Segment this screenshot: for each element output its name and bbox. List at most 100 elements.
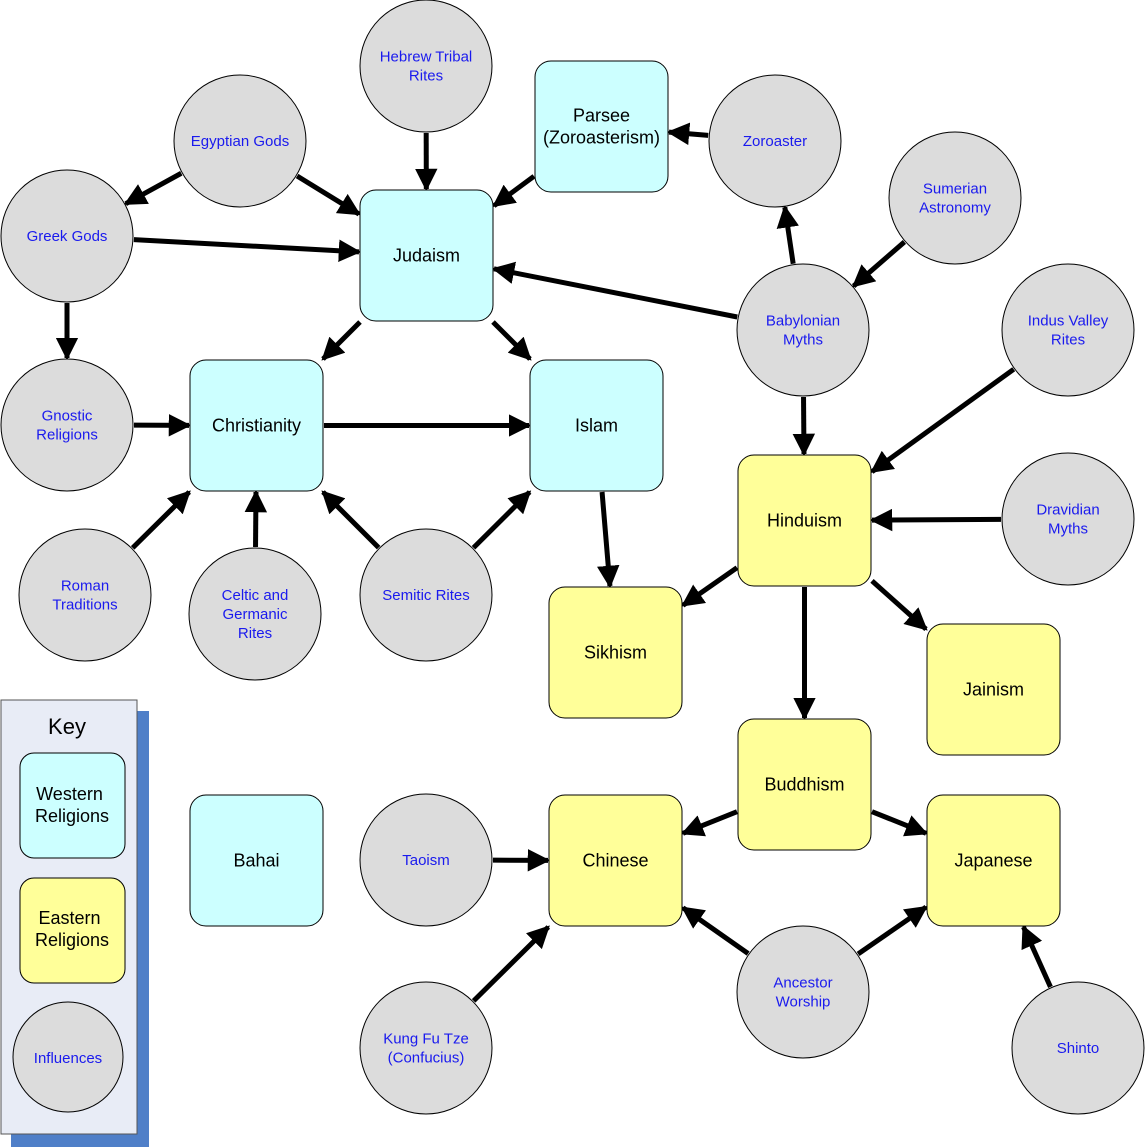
arrow-babylonian-to-judaism xyxy=(491,261,738,320)
influence-zoroaster-label: Zoroaster xyxy=(743,133,807,150)
influence-kungfu-circle xyxy=(359,981,493,1115)
influence-ancestor-circle xyxy=(736,925,870,1059)
arrow-dravidian-to-hinduism xyxy=(869,508,1002,532)
influence-celtic-circle xyxy=(188,547,322,681)
religion-hinduism: Hinduism xyxy=(737,454,872,587)
key-title: Key xyxy=(48,714,86,739)
religion-buddhism-label: Buddhism xyxy=(764,775,844,795)
influence-babylonian-circle xyxy=(736,263,870,397)
arrow-judaism-to-islam xyxy=(491,320,532,361)
influence-roman-circle xyxy=(18,528,152,662)
religion-japanese-label: Japanese xyxy=(954,851,1032,871)
arrow-greek-to-judaism xyxy=(133,237,362,262)
religion-christianity: Christianity xyxy=(189,359,324,492)
influence-shinto: Shinto xyxy=(1011,981,1145,1115)
influence-kungfu: Kung Fu Tze(Confucius) xyxy=(359,981,493,1115)
religion-islam-label: Islam xyxy=(575,416,618,436)
religion-parsee-box xyxy=(534,60,669,193)
religion-chinese-box xyxy=(548,794,683,927)
religion-jainism: Jainism xyxy=(926,623,1061,756)
arrow-hinduism-to-sikhism xyxy=(681,565,739,608)
religion-hinduism-box xyxy=(737,454,872,587)
arrow-hinduism-to-jainism xyxy=(870,578,928,632)
influence-shinto-circle xyxy=(1011,981,1145,1115)
key-western-label: Western Religions xyxy=(35,784,109,826)
influence-semitic-circle xyxy=(359,528,493,662)
influence-kungfu-label: Kung Fu Tze(Confucius) xyxy=(383,1031,469,1067)
influence-egyptian: Egyptian Gods xyxy=(173,74,307,208)
arrow-egyptian-to-judaism xyxy=(295,173,361,217)
religion-christianity-label: Christianity xyxy=(212,416,301,436)
arrow-ancestor-to-chinese xyxy=(681,905,750,956)
influence-indus-circle xyxy=(1001,263,1135,397)
religion-japanese: Japanese xyxy=(926,794,1061,927)
religion-chinese: Chinese xyxy=(548,794,683,927)
influence-sumerian-circle xyxy=(888,131,1022,265)
religion-islam-box xyxy=(529,359,664,492)
arrow-shinto-to-japanese xyxy=(1021,924,1053,988)
religion-parsee: Parsee(Zoroasterism) xyxy=(534,60,669,193)
influence-greek-label: Greek Gods xyxy=(27,228,108,245)
arrow-semitic-to-christianity xyxy=(321,490,381,550)
religion-judaism-box xyxy=(359,189,494,322)
religion-islam: Islam xyxy=(529,359,664,492)
religion-judaism: Judaism xyxy=(359,189,494,322)
arrow-judaism-to-christianity xyxy=(321,320,362,361)
arrow-babylonian-to-zoroaster xyxy=(776,205,799,265)
influence-shinto-label: Shinto xyxy=(1057,1040,1100,1057)
religion-chinese-label: Chinese xyxy=(582,851,648,871)
religion-japanese-box xyxy=(926,794,1061,927)
arrow-egyptian-to-greek xyxy=(123,171,183,206)
influence-greek-circle xyxy=(0,169,134,303)
key-eastern-label: Eastern Religions xyxy=(35,908,109,950)
influence-taoism-label: Taoism xyxy=(402,852,450,869)
arrow-indus-to-hinduism xyxy=(870,367,1016,474)
influence-semitic-label: Semitic Rites xyxy=(382,587,470,604)
arrow-zoroaster-to-parsee xyxy=(666,122,709,146)
influence-zoroaster-circle xyxy=(708,74,842,208)
religion-judaism-label: Judaism xyxy=(393,246,460,266)
religion-bahai: Bahai xyxy=(189,794,324,927)
key-influence-label: Influences xyxy=(34,1050,102,1067)
influence-zoroaster: Zoroaster xyxy=(708,74,842,208)
influence-arrows xyxy=(55,122,1053,1003)
religion-bahai-box xyxy=(189,794,324,927)
key-eastern-swatch xyxy=(19,877,126,984)
influence-taoism: Taoism xyxy=(359,793,493,927)
religion-jainism-box xyxy=(926,623,1061,756)
influence-hebrew-circle xyxy=(359,0,493,133)
religion-sikhism-box xyxy=(548,586,683,719)
influence-egyptian-circle xyxy=(173,74,307,208)
arrow-semitic-to-islam xyxy=(471,490,532,550)
arrow-buddhism-to-chinese xyxy=(680,809,738,837)
arrow-roman-to-christianity xyxy=(130,490,191,550)
religion-christianity-box xyxy=(189,359,324,492)
religion-jainism-label: Jainism xyxy=(963,680,1024,700)
religion-sikhism: Sikhism xyxy=(548,586,683,719)
influence-egyptian-label: Egyptian Gods xyxy=(191,133,289,150)
religion-buddhism-box xyxy=(737,718,872,851)
arrow-kungfu-to-chinese xyxy=(471,925,551,1003)
influence-dravidian-circle xyxy=(1001,452,1135,586)
influence-taoism-circle xyxy=(359,793,493,927)
arrow-islam-to-sikhism xyxy=(597,491,620,589)
key-influence-swatch xyxy=(12,1001,124,1113)
influence-greek: Greek Gods xyxy=(0,169,134,303)
religion-parsee-label: Parsee(Zoroasterism) xyxy=(543,106,660,148)
